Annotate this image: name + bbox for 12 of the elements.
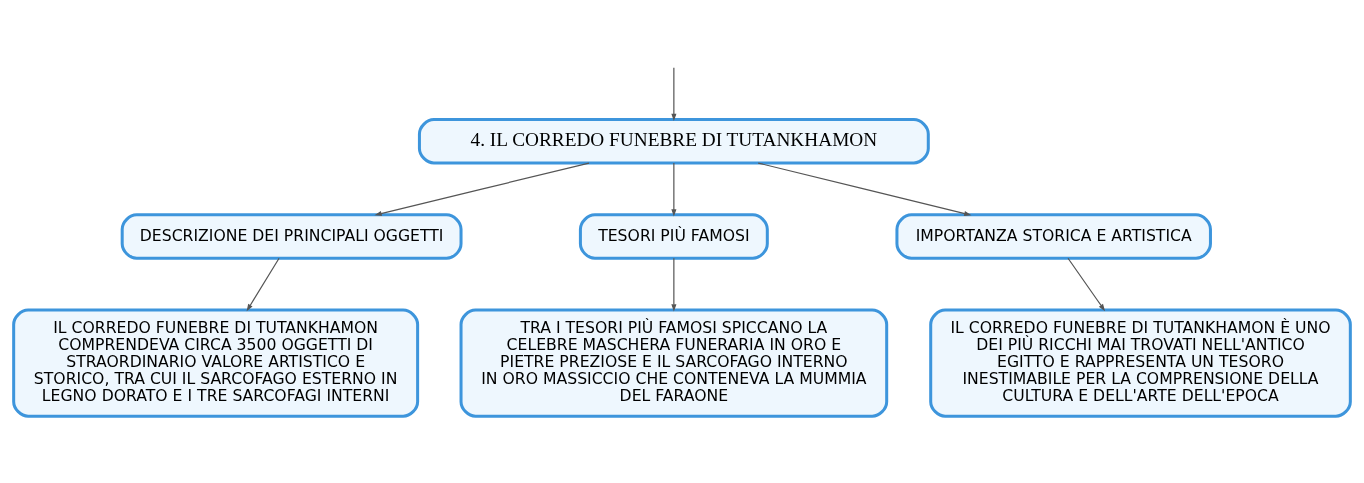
node-box: IL CORREDO FUNEBRE DI TUTANKHAMON È UNO DEI PIÙ RICCHI MAI TROVATI NELL'ANTICO EGITTO E RAPPRESENTA UN TESORO INESTIMABILE PER LA COMPRENSIONE DELLA CULTURA E DELL'ARTE DELL'EPOCA: [929, 308, 1352, 418]
arrow: [246, 257, 280, 312]
node-box: 4. IL CORREDO FUNEBRE DI TUTANKHAMON: [417, 118, 930, 165]
arrow: [671, 257, 677, 312]
node-box: IL CORREDO FUNEBRE DI TUTANKHAMON COMPRENDEVA CIRCA 3500 OGGETTI DI STRAORDINARIO VALORE ARTISTICO E STORICO, TRA CUI IL SARCOFAGO ESTERNO IN LEGNO DORATO E I TRE SARCOFAGI INTERNI: [12, 308, 420, 418]
arrow: [757, 162, 972, 216]
arrow: [671, 162, 677, 217]
arrow: [671, 67, 677, 122]
node-box: TRA I TESORI PIÙ FAMOSI SPICCANO LA CELEBRE MASCHERA FUNERARIA IN ORO E PIETRE PREZIOSE E IL SARCOFAGO INTERNO IN ORO MASSICCIO CHE CONTENEVA LA MUMMIA DEL FARAONE: [459, 308, 889, 418]
arrow: [374, 162, 590, 216]
node-box: TESORI PIÙ FAMOSI: [578, 213, 769, 260]
arrow: [1067, 257, 1106, 312]
